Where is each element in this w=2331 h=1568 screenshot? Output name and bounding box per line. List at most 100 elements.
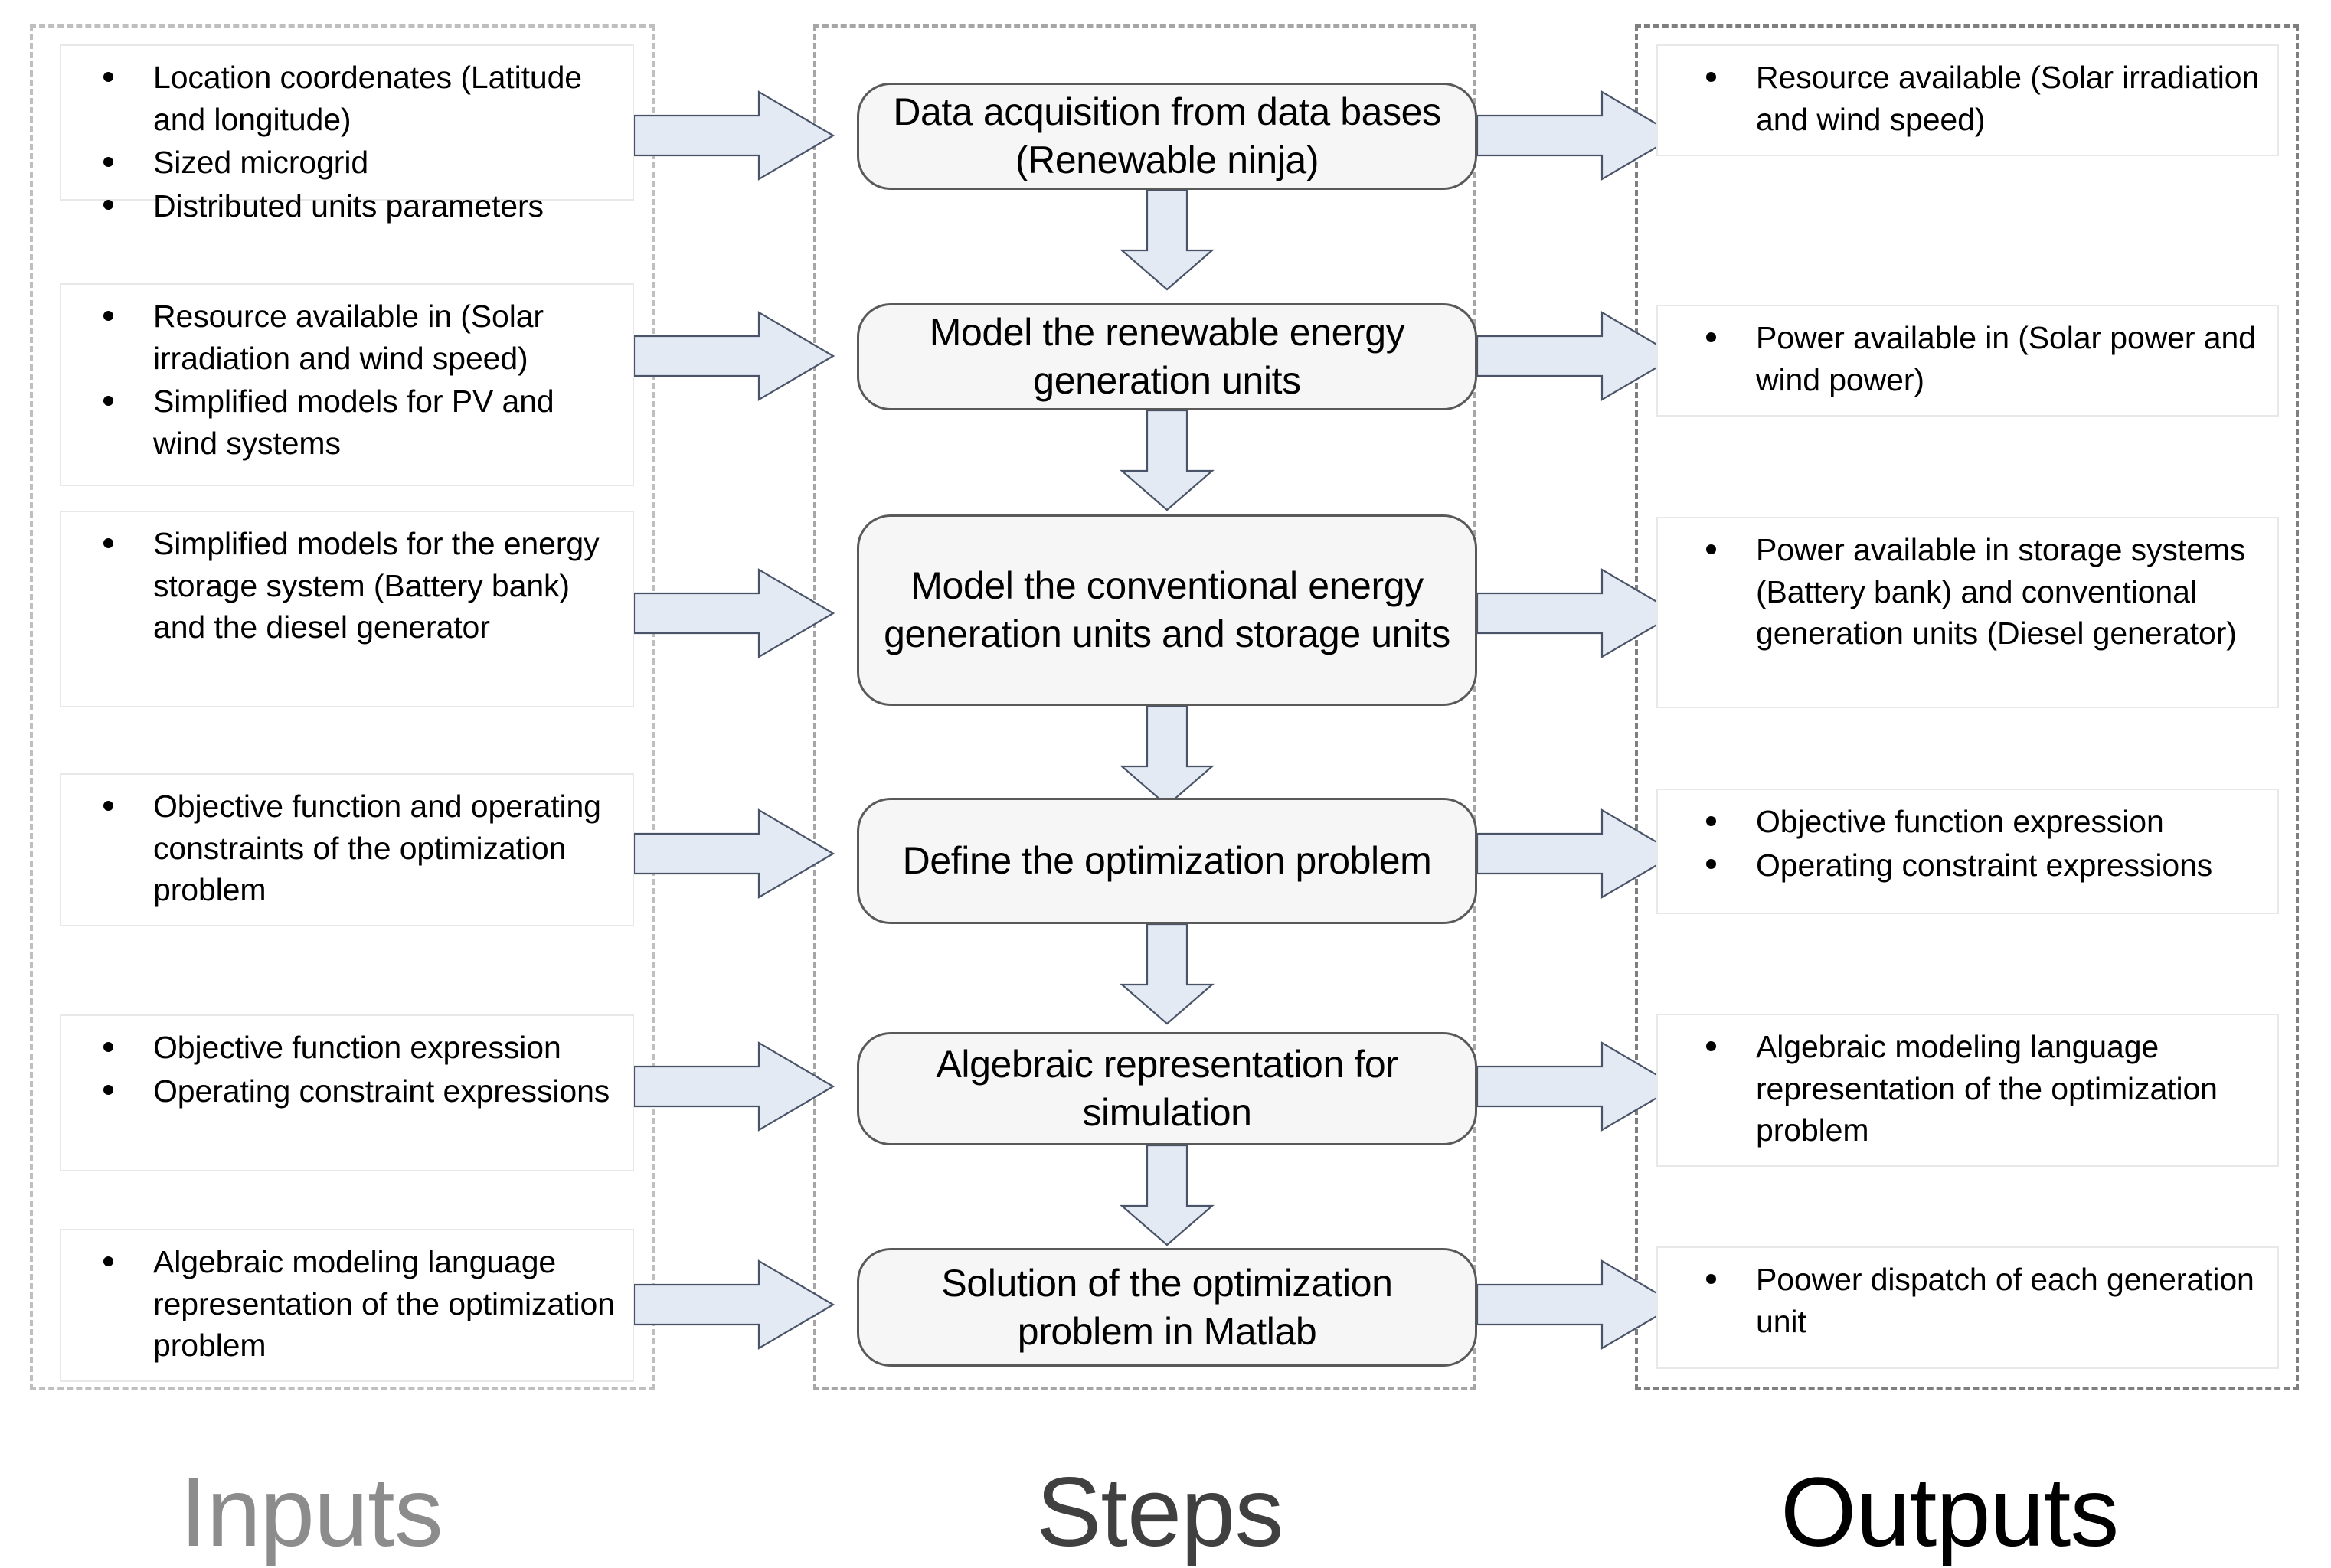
bullet-icon <box>1706 71 1716 82</box>
bullet-icon <box>103 1085 113 1096</box>
arrow-step4-to-step5 <box>1120 924 1215 1025</box>
step-label: Define the optimization problem <box>902 839 1432 882</box>
output-card-6: Poower dispatch of each generation unit <box>1656 1246 2279 1369</box>
list-item: Simplified models for PV and wind system… <box>69 381 619 464</box>
inputs-column-title: Inputs <box>180 1458 443 1567</box>
list-item: Objective function expression <box>1666 801 2264 843</box>
outputs-column-title: Outputs <box>1780 1458 2119 1567</box>
output-list-5: Algebraic modeling language representati… <box>1666 1026 2264 1152</box>
list-item-text: Poower dispatch of each generation unit <box>1756 1262 2254 1339</box>
list-item: Location coordenates (Latitude and longi… <box>69 57 619 140</box>
list-item: Operating constraint expressions <box>69 1070 619 1112</box>
list-item: Objective function and operating constra… <box>69 786 619 911</box>
arrow-input-to-step-1 <box>634 90 835 181</box>
arrow-input-to-step-3 <box>634 568 835 658</box>
list-item: Distributed units parameters <box>69 185 619 227</box>
bullet-icon <box>103 800 113 811</box>
arrow-input-to-step-6 <box>634 1259 835 1350</box>
input-card-4: Objective function and operating constra… <box>60 773 634 926</box>
step-box-5: Algebraic representation for simulation <box>857 1032 1477 1145</box>
arrow-input-to-step-5 <box>634 1041 835 1132</box>
list-item: Resource available in (Solar irradiation… <box>69 296 619 379</box>
input-list-6: Algebraic modeling language representati… <box>69 1241 619 1367</box>
step-label: Algebraic representation for simulation <box>936 1043 1398 1134</box>
input-list-5: Objective function expression Operating … <box>69 1027 619 1112</box>
output-list-2: Power available in (Solar power and wind… <box>1666 317 2264 400</box>
arrow-step-to-output-1 <box>1477 90 1678 181</box>
list-item-text: Objective function expression <box>1756 804 2164 839</box>
step-box-3: Model the conventional energy generation… <box>857 514 1477 706</box>
list-item-text: Distributed units parameters <box>153 188 544 224</box>
bullet-icon <box>103 310 113 321</box>
steps-column-container <box>813 24 1476 1390</box>
list-item-text: Algebraic modeling language representati… <box>1756 1029 2218 1148</box>
list-item-text: Sized microgrid <box>153 145 369 181</box>
output-list-3: Power available in storage systems (Batt… <box>1666 529 2264 655</box>
list-item: Operating constraint expressions <box>1666 844 2264 887</box>
arrow-input-to-step-2 <box>634 311 835 401</box>
list-item-text: Power available in (Solar power and wind… <box>1756 320 2256 397</box>
output-card-4: Objective function expression Operating … <box>1656 789 2279 914</box>
bullet-icon <box>103 1256 113 1266</box>
list-item-text: Location coordenates (Latitude and longi… <box>153 60 583 137</box>
list-item: Power available in storage systems (Batt… <box>1666 529 2264 655</box>
list-item: Algebraic modeling language representati… <box>69 1241 619 1367</box>
bullet-icon <box>1706 332 1716 342</box>
step-box-2: Model the renewable energy generation un… <box>857 303 1477 410</box>
steps-column-title: Steps <box>1036 1458 1283 1567</box>
bullet-icon <box>103 537 113 548</box>
arrow-step-to-output-6 <box>1477 1259 1678 1350</box>
list-item-text: Operating constraint expressions <box>1756 847 2213 883</box>
step-label: Solution of the optimization problem in … <box>941 1261 1393 1353</box>
arrow-step-to-output-4 <box>1477 808 1678 899</box>
input-list-4: Objective function and operating constra… <box>69 786 619 911</box>
list-item: Poower dispatch of each generation unit <box>1666 1259 2264 1342</box>
inputs-column-container <box>30 24 655 1390</box>
bullet-icon <box>103 156 113 167</box>
output-card-1: Resource available (Solar irradiation an… <box>1656 44 2279 156</box>
input-card-1: Location coordenates (Latitude and longi… <box>60 44 634 224</box>
output-card-5: Algebraic modeling language representati… <box>1656 1014 2279 1167</box>
step-label: Model the renewable energy generation un… <box>929 311 1405 402</box>
output-card-3: Power available in storage systems (Batt… <box>1656 517 2279 708</box>
bullet-icon <box>1706 1040 1716 1051</box>
input-card-3: Simplified models for the energy storage… <box>60 511 634 707</box>
list-item-text: Objective function expression <box>153 1030 561 1065</box>
arrow-input-to-step-4 <box>634 808 835 899</box>
bullet-icon <box>1706 815 1716 826</box>
bullet-icon <box>103 395 113 406</box>
input-card-6: Algebraic modeling language representati… <box>60 1229 634 1382</box>
step-label: Data acquisition from data bases (Renewa… <box>893 90 1441 181</box>
list-item-text: Simplified models for the energy storage… <box>153 526 600 645</box>
step-box-6: Solution of the optimization problem in … <box>857 1248 1477 1367</box>
output-card-2: Power available in (Solar power and wind… <box>1656 305 2279 416</box>
arrow-step5-to-step6 <box>1120 1145 1215 1246</box>
bullet-icon <box>103 71 113 82</box>
output-list-6: Poower dispatch of each generation unit <box>1666 1259 2264 1342</box>
arrow-step-to-output-5 <box>1477 1041 1678 1132</box>
list-item-text: Resource available in (Solar irradiation… <box>153 299 544 376</box>
arrow-step3-to-step4 <box>1120 706 1215 807</box>
bullet-icon <box>1706 544 1716 554</box>
input-card-2: Resource available in (Solar irradiation… <box>60 283 634 486</box>
arrow-step2-to-step3 <box>1120 410 1215 511</box>
input-list-3: Simplified models for the energy storage… <box>69 523 619 648</box>
input-list-1: Location coordenates (Latitude and longi… <box>69 57 619 227</box>
bullet-icon <box>1706 859 1716 870</box>
outputs-column-container <box>1635 24 2299 1390</box>
list-item: Simplified models for the energy storage… <box>69 523 619 648</box>
list-item: Power available in (Solar power and wind… <box>1666 317 2264 400</box>
list-item: Resource available (Solar irradiation an… <box>1666 57 2264 140</box>
list-item-text: Algebraic modeling language representati… <box>153 1244 615 1364</box>
arrow-step1-to-step2 <box>1120 190 1215 291</box>
step-box-1: Data acquisition from data bases (Renewa… <box>857 83 1477 190</box>
input-card-5: Objective function expression Operating … <box>60 1014 634 1171</box>
input-list-2: Resource available in (Solar irradiation… <box>69 296 619 464</box>
arrow-step-to-output-3 <box>1477 568 1678 658</box>
list-item-text: Objective function and operating constra… <box>153 789 601 908</box>
list-item-text: Simplified models for PV and wind system… <box>153 384 554 461</box>
bullet-icon <box>103 1041 113 1052</box>
step-box-4: Define the optimization problem <box>857 798 1477 924</box>
list-item: Algebraic modeling language representati… <box>1666 1026 2264 1152</box>
